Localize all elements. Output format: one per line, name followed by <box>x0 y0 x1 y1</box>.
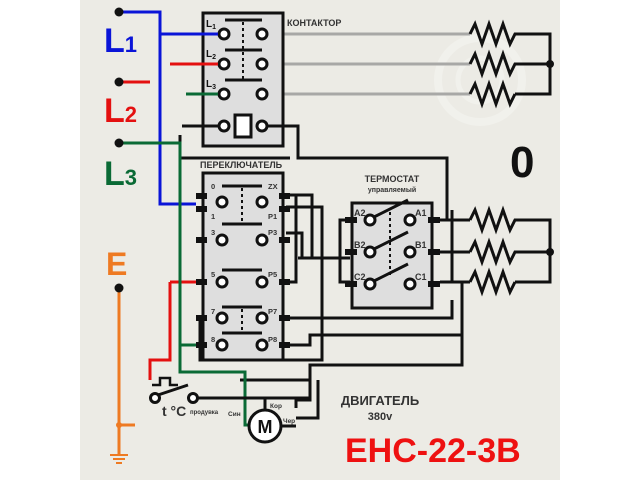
phase-l3-wire <box>119 141 196 347</box>
motor-wire-label-black: Чер <box>283 418 295 425</box>
thermostat: ТЕРМОСТАТ управляемый A2 B2 C2 A1 B1 C1 <box>345 174 440 310</box>
earth-junction <box>116 422 122 428</box>
contactor-terminal-label: L1 <box>206 19 216 31</box>
phase-label-l2: L2 <box>104 92 137 130</box>
contactor-terminals <box>217 27 269 133</box>
thermostat-right-label: A1 <box>415 208 427 218</box>
heater-bank-top <box>468 19 554 109</box>
switch-right-label: ZX <box>268 182 278 191</box>
motor-wire-label-blue: Син <box>228 411 241 418</box>
thermostat-left-label: A2 <box>354 208 366 218</box>
motor: M Син Кор Чер <box>228 398 296 444</box>
switch-title: ПЕРЕКЛЮЧАТЕЛЬ <box>200 160 283 170</box>
phase-label-l1: L1 <box>104 22 137 60</box>
diagram-background <box>80 0 560 480</box>
fan-thermoswitch-label: t °C <box>162 403 186 419</box>
switch-left-label: 0 <box>211 182 215 191</box>
thermostat-connectors <box>345 217 440 287</box>
heater-feed-wires <box>264 32 470 96</box>
motor-wire-label-brown: Кор <box>270 403 282 410</box>
earth-label: E <box>106 246 127 282</box>
thermostat-right-label: C1 <box>415 272 427 282</box>
switch-terminals <box>215 195 269 352</box>
thermostat-title: ТЕРМОСТАТ <box>365 174 420 184</box>
switch-connectors <box>196 193 290 348</box>
switch-right-label: P8 <box>268 335 277 344</box>
contactor-terminal-label: L2 <box>206 49 216 61</box>
fan-thermoswitch <box>149 376 310 404</box>
switch-right-label: P3 <box>268 228 277 237</box>
phase-l3-motor-wire <box>178 345 252 427</box>
switch-left-label: 7 <box>211 307 215 316</box>
contactor-title: КОНТАКТОР <box>287 18 341 28</box>
contactor-coil <box>233 113 253 139</box>
heater-bank-bottom <box>440 205 554 297</box>
fan-thermoswitch-note: продувка <box>190 410 219 416</box>
thermostat-terminals <box>363 213 417 291</box>
thermostat-right-label: B1 <box>415 240 427 250</box>
contactor-terminal-label: L3 <box>206 79 216 91</box>
mode-indicator: 0 <box>510 138 534 187</box>
phase-l2-fan-wire <box>148 282 172 380</box>
thermostat-subtitle: управляемый <box>368 186 416 194</box>
phase-l1-wire <box>119 10 196 206</box>
switch-left-label: 8 <box>211 335 215 344</box>
phase-label-l3: L3 <box>104 155 137 193</box>
switch-left-label: 5 <box>211 270 215 279</box>
ground-symbol-icon <box>110 454 128 464</box>
selector-switch: ПЕРЕКЛЮЧАТЕЛЬ 0 1 3 5 7 8 ZX P1 P3 <box>196 160 290 362</box>
input-terminals <box>114 7 124 293</box>
motor-symbol: M <box>258 417 273 437</box>
switch-right-label: P5 <box>268 270 277 279</box>
switch-left-label: 3 <box>211 228 215 237</box>
thermostat-left-label: B2 <box>354 240 366 250</box>
switch-right-label: P7 <box>268 307 277 316</box>
motor-voltage: 380v <box>368 411 393 423</box>
switch-left-label: 1 <box>211 212 215 221</box>
switch-right-label: P1 <box>268 212 277 221</box>
model-name: ЕНС-22-3В <box>345 432 521 470</box>
thermostat-left-label: C2 <box>354 272 366 282</box>
motor-title: ДВИГАТЕЛЬ <box>341 393 419 408</box>
